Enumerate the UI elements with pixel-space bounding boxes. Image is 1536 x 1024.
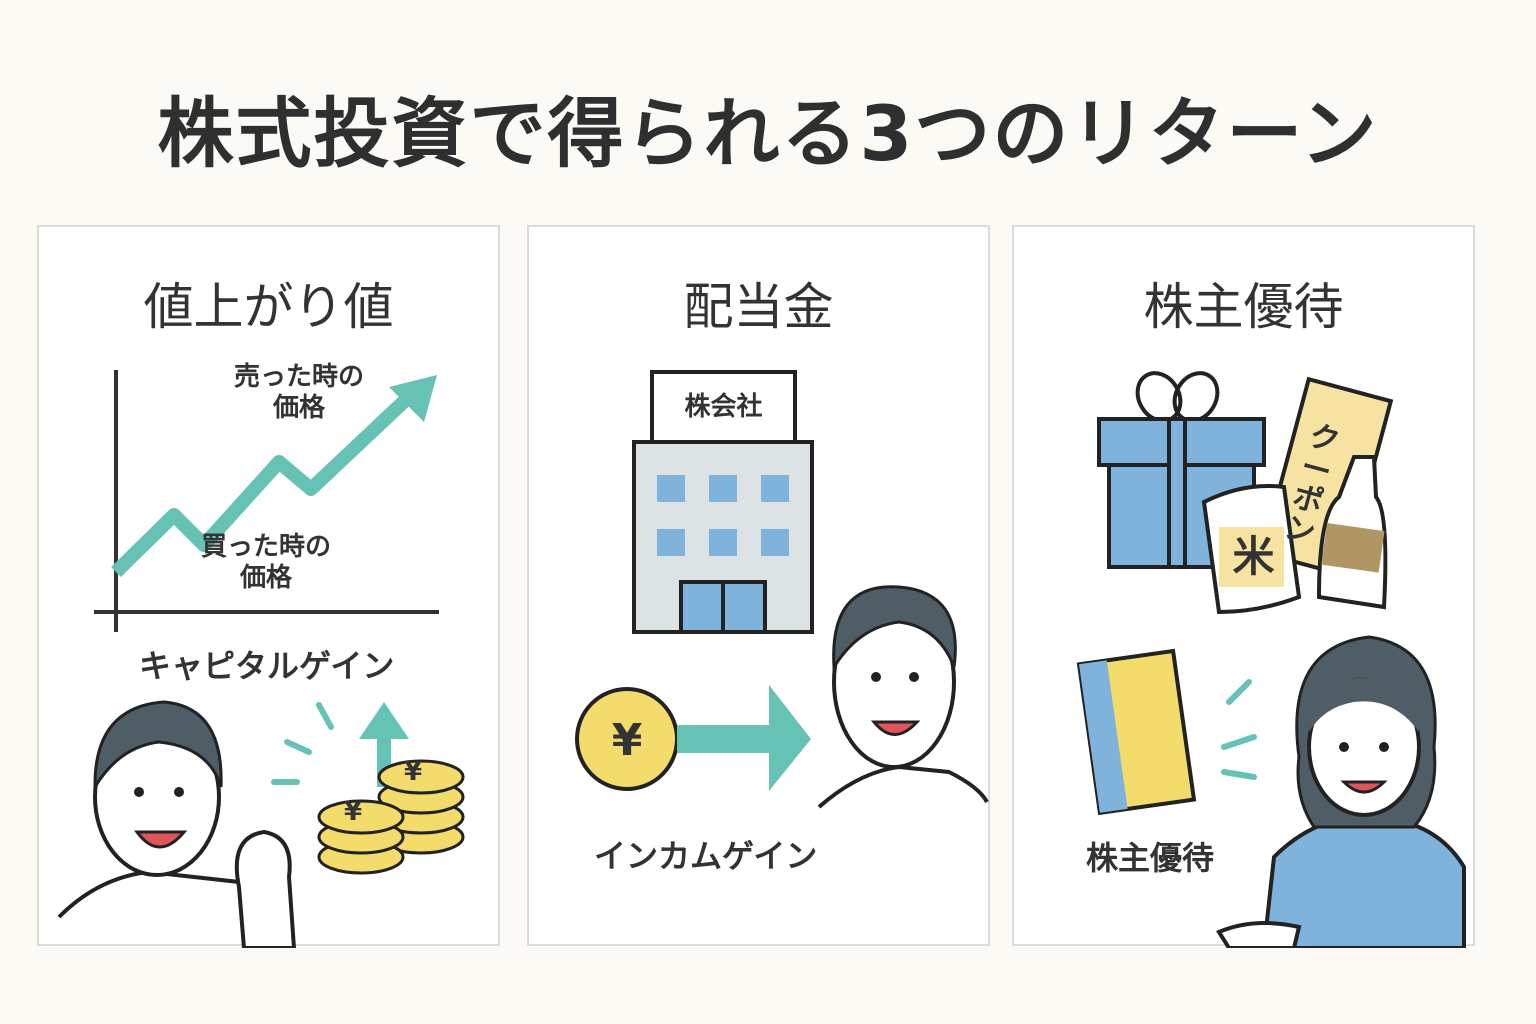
person-icon	[1216, 635, 1466, 948]
shareholder-benefits-illustration	[1076, 371, 1466, 948]
ticket-icon	[1076, 648, 1197, 816]
dividend-illustration	[575, 370, 989, 809]
sparkle-icon	[1221, 679, 1257, 780]
panel-capital-gain: 値上がり値 売った時の価格 買った時の価格 キャピタルゲイン ¥ ¥	[37, 225, 500, 948]
price-chart-icon	[94, 370, 439, 632]
capital-gain-illustration	[57, 370, 465, 948]
panel-heading: 配当金	[683, 278, 834, 336]
yen-symbol: ¥	[611, 715, 643, 766]
sparkle-icon	[271, 702, 334, 785]
shareholder-benefits-caption: 株主優待	[1086, 839, 1215, 877]
page-title: 株式投資で得られる3つのリターン	[157, 89, 1379, 178]
coin-stack-icon	[317, 759, 465, 875]
yen-symbol: ¥	[344, 797, 363, 827]
income-gain-caption: インカムゲイン	[594, 837, 818, 875]
company-building-icon	[632, 370, 814, 634]
person-icon	[57, 700, 297, 948]
rice-bag-icon	[1201, 484, 1302, 615]
yen-symbol: ¥	[404, 757, 423, 787]
person-icon	[817, 585, 989, 809]
arrow-right-icon	[677, 685, 811, 791]
sell-price-label: 売った時の価格	[234, 362, 365, 424]
panel-dividend: 配当金 株会社 ¥ インカムゲイン	[527, 225, 990, 946]
bottle-icon	[1316, 455, 1388, 610]
panel-heading: 値上がり値	[143, 278, 394, 336]
rice-label: 米	[1232, 532, 1275, 581]
buy-price-label: 買った時の価格	[201, 532, 332, 594]
company-sign: 株会社	[684, 392, 763, 422]
panel-shareholder-benefits: 株主優待 クーポン 米 株主優待	[1012, 225, 1475, 948]
capital-gain-caption: キャピタルゲイン	[139, 647, 395, 685]
panel-heading: 株主優待	[1143, 278, 1344, 336]
